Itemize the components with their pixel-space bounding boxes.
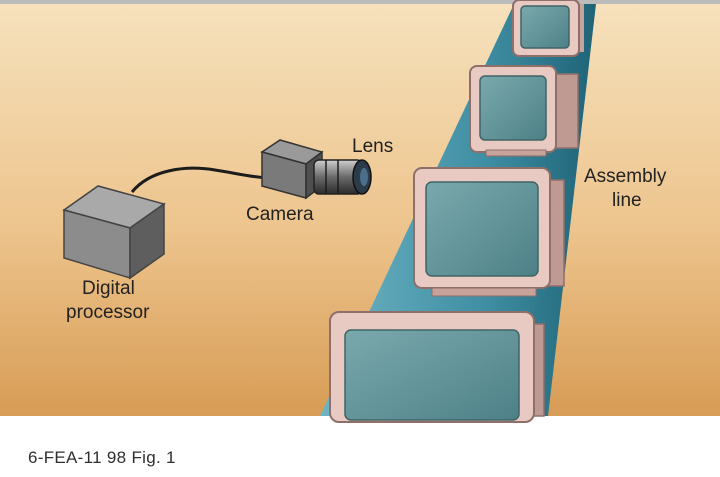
camera-cable [130, 166, 269, 193]
label-processor-2: processor [66, 302, 150, 323]
monitor-2 [469, 65, 579, 157]
label-assembly-line-1: Assembly [584, 166, 667, 187]
label-assembly-line-2: line [612, 190, 642, 211]
label-camera: Camera [246, 204, 314, 225]
digital-processor [62, 185, 166, 280]
label-lens: Lens [352, 136, 393, 157]
monitor-3 [413, 167, 565, 297]
lens [313, 159, 372, 195]
figure-caption: 6-FEA-11 98 Fig. 1 [28, 448, 176, 467]
label-processor-1: Digital [82, 278, 135, 299]
monitor-1 [512, 0, 584, 57]
monitor-4 [329, 311, 545, 423]
top-edge [0, 0, 720, 4]
